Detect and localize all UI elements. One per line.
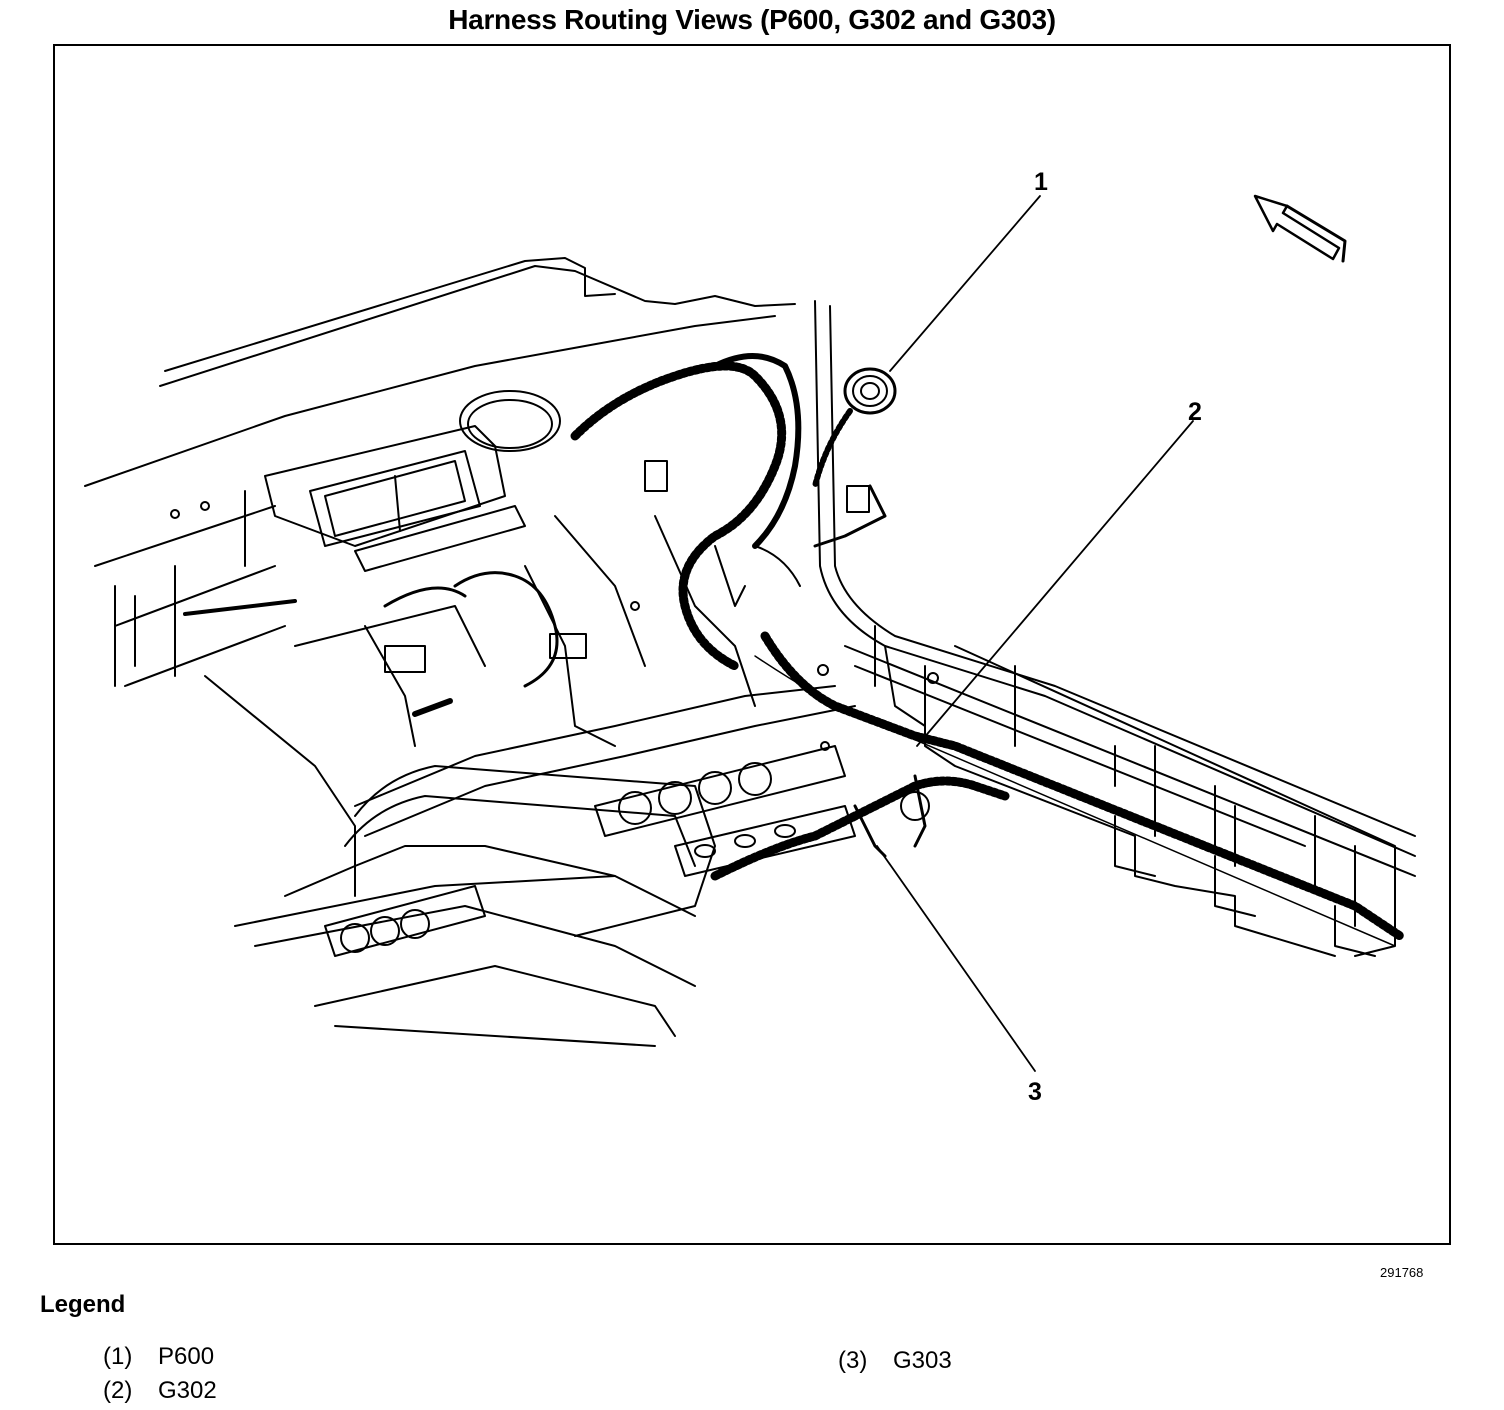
legend-item-1-label: P600	[158, 1343, 215, 1370]
legend-item-2-number: (2)	[103, 1377, 133, 1404]
legend-item-1: (1) P600	[103, 1343, 214, 1371]
legend-item-1-number: (1)	[103, 1343, 133, 1370]
legend-item-2-label: G302	[158, 1377, 217, 1404]
callout-2: 2	[1188, 398, 1202, 426]
diagram-frame	[53, 44, 1451, 1245]
figure-id: 291768	[1380, 1265, 1424, 1280]
diagram-title: Harness Routing Views (P600, G302 and G3…	[448, 4, 1056, 35]
legend-item-3: (3) G303	[838, 1347, 952, 1375]
legend-item-3-label: G303	[893, 1347, 952, 1374]
callout-3: 3	[1028, 1078, 1042, 1106]
legend-item-2: (2) G302	[103, 1377, 217, 1405]
callout-1: 1	[1034, 168, 1048, 196]
vehicle-floor-illustration	[84, 194, 1416, 1072]
legend-heading: Legend	[40, 1291, 126, 1318]
legend-item-3-number: (3)	[838, 1347, 868, 1374]
